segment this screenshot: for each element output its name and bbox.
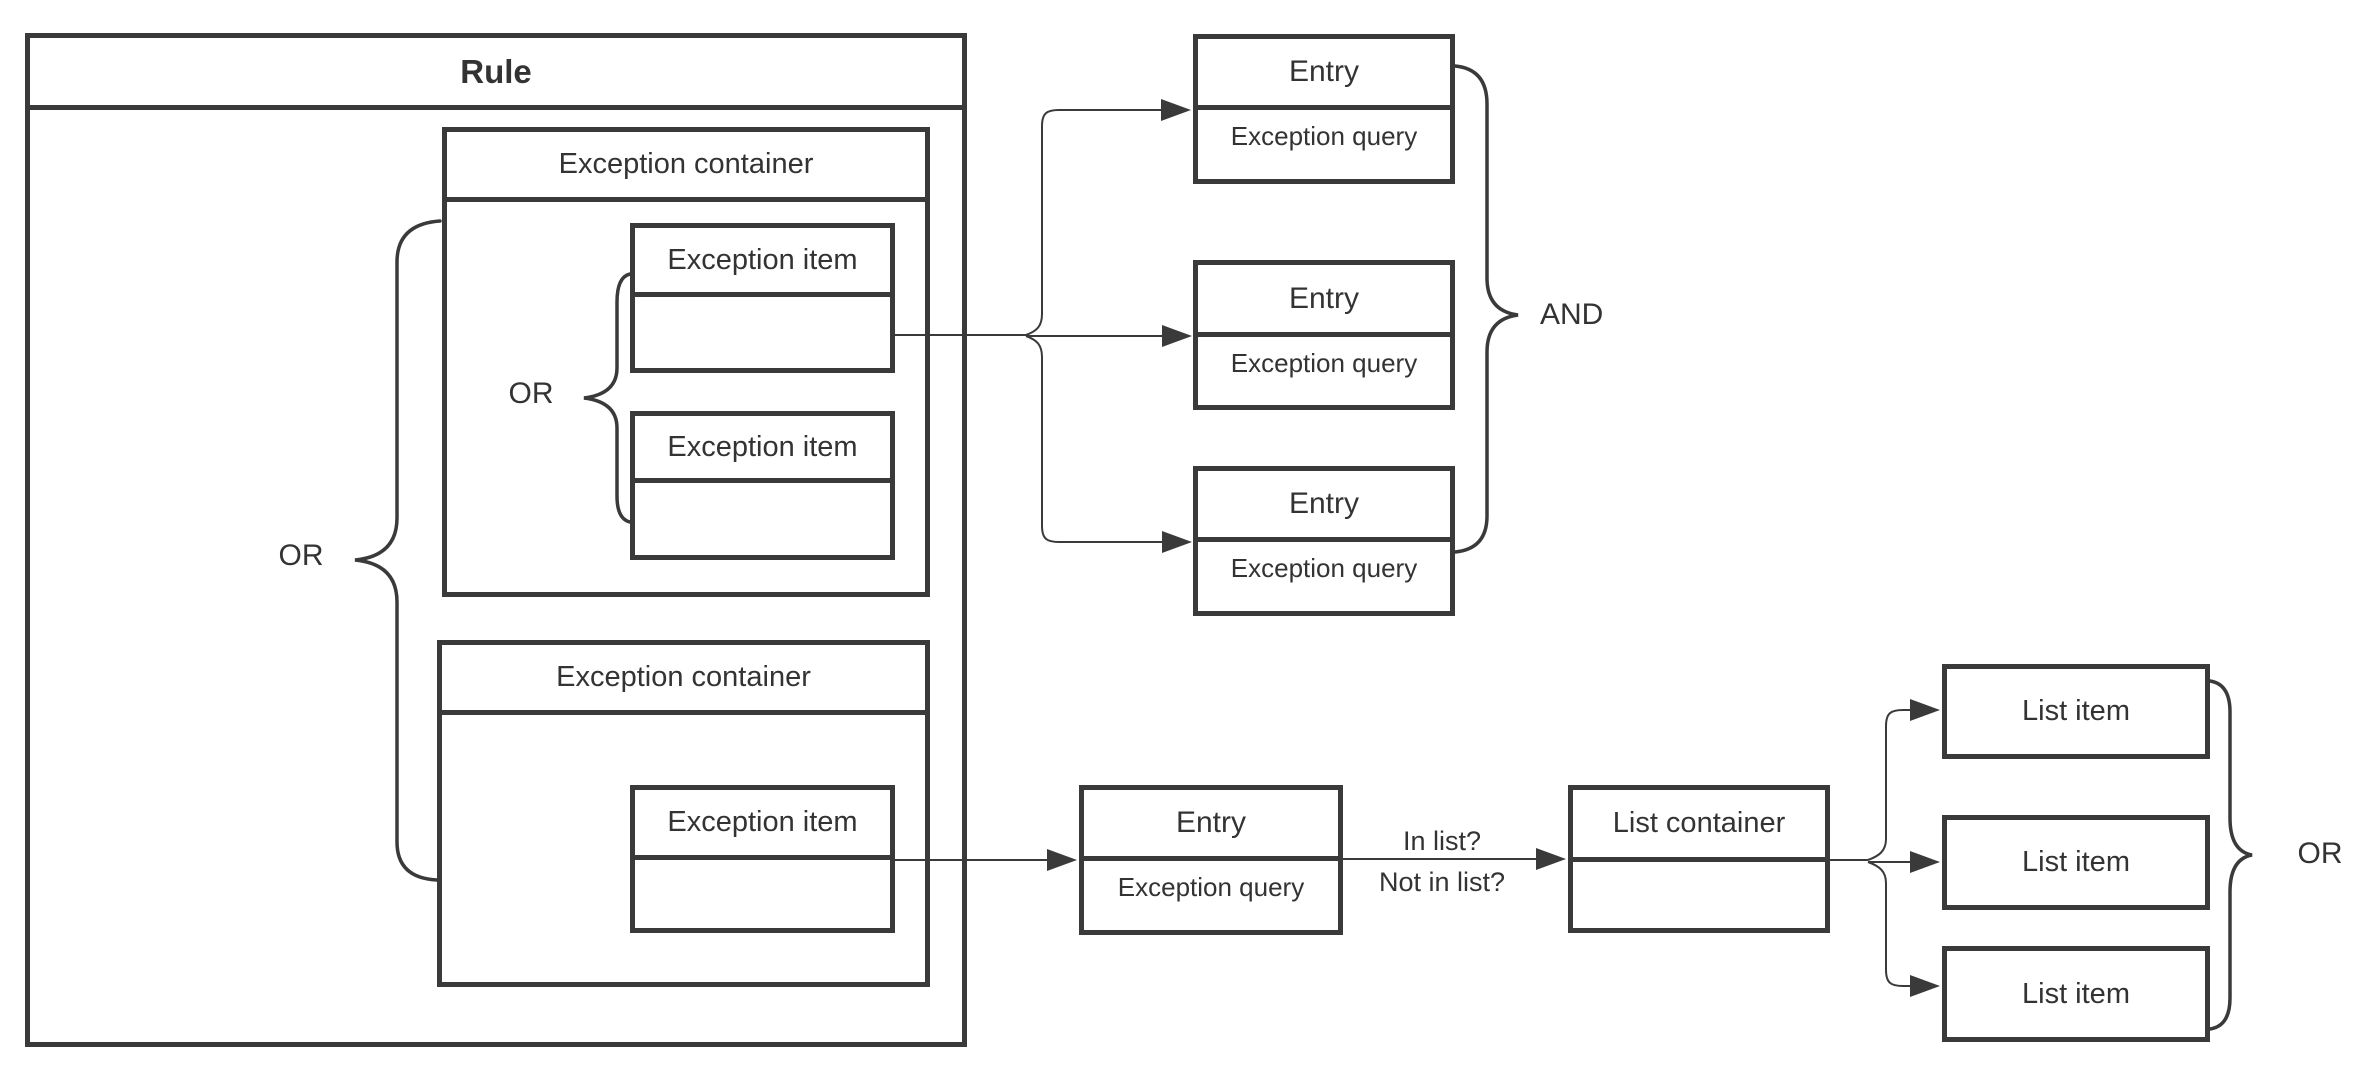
exception-container-1-title: Exception container [447, 132, 925, 202]
entry-3-query: Exception query [1230, 553, 1418, 583]
exception-item-1: Exception item [630, 223, 895, 373]
entry-2-title: Entry [1198, 265, 1450, 337]
exception-container-2-title: Exception container [442, 645, 925, 715]
exception-item-3: Exception item [630, 785, 895, 933]
list-item-1: List item [1942, 664, 2210, 759]
arrowhead-icon [1162, 325, 1192, 347]
entry-3-title: Entry [1198, 471, 1450, 542]
not-in-list-label: Not in list? [1378, 866, 1506, 897]
edge-list-item1 [1867, 709, 1910, 861]
edge-item1-entry1 [1025, 109, 1161, 336]
exception-item-2: Exception item [630, 411, 895, 560]
arrowhead-icon [1536, 848, 1566, 870]
arrowhead-icon [1910, 699, 1940, 721]
arrowhead-icon [1161, 99, 1191, 121]
entry-bottom: Entry Exception query [1079, 785, 1343, 935]
arrowhead-icon [1162, 531, 1192, 553]
exception-item-3-title: Exception item [635, 790, 890, 860]
entry-2-query: Exception query [1230, 347, 1418, 378]
and-brace [1453, 64, 1519, 554]
list-container-title: List container [1573, 790, 1825, 862]
entry-1-query: Exception query [1230, 121, 1418, 151]
arrowhead-icon [1910, 975, 1940, 997]
arrowhead-icon [1910, 851, 1940, 873]
in-list-label: In list? [1402, 825, 1482, 856]
list-or-brace [2208, 679, 2253, 1031]
inner-or-label: OR [508, 377, 554, 410]
entry-bottom-query: Exception query [1117, 872, 1305, 902]
list-item-3: List item [1942, 946, 2210, 1042]
arrowhead-icon [1047, 849, 1077, 871]
outer-or-label: OR [278, 539, 324, 572]
entry-1: Entry Exception query [1193, 34, 1455, 184]
entry-1-title: Entry [1198, 39, 1450, 110]
entry-2: Entry Exception query [1193, 260, 1455, 410]
list-item-2: List item [1942, 815, 2210, 910]
edge-item1-entry3 [1025, 335, 1162, 543]
and-label: AND [1540, 298, 1604, 331]
exception-item-2-title: Exception item [635, 416, 890, 483]
list-or-label: OR [2297, 837, 2343, 870]
entry-3: Entry Exception query [1193, 466, 1455, 616]
entry-bottom-title: Entry [1084, 790, 1338, 861]
edge-list-item3 [1867, 861, 1910, 987]
rule-title: Rule [30, 38, 962, 110]
exception-item-1-title: Exception item [635, 228, 890, 297]
list-container: List container [1568, 785, 1830, 933]
